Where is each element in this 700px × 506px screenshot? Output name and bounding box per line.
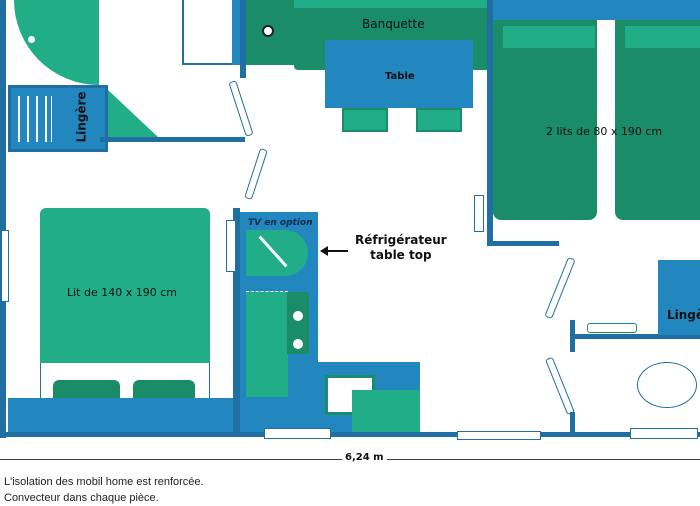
- wall-segment: [100, 137, 245, 142]
- window: [630, 428, 698, 439]
- notes: L'isolation des mobil home est renforcée…: [4, 474, 204, 506]
- door[interactable]: [244, 148, 268, 200]
- bed-left-label: Lit de 140 x 190 cm: [67, 286, 177, 299]
- crosshair-icon: [262, 25, 274, 37]
- burner-icon: [293, 339, 303, 349]
- chair: [342, 108, 388, 132]
- wall-segment: [570, 334, 700, 339]
- bed-single: [615, 20, 700, 220]
- door[interactable]: [545, 356, 575, 416]
- arrow-head-icon: [320, 246, 328, 256]
- wall-segment: [240, 0, 246, 78]
- window: [457, 431, 541, 440]
- window: [474, 195, 484, 232]
- bed-double: [40, 208, 210, 363]
- door[interactable]: [544, 256, 576, 320]
- toilet-area: [108, 90, 158, 137]
- tv-label: TV en option: [248, 218, 313, 228]
- pillow: [625, 26, 700, 48]
- wardrobe-top: [493, 0, 700, 20]
- worktop: [246, 291, 288, 397]
- window: [264, 428, 331, 439]
- window: [226, 220, 236, 272]
- wardrobe-bottom: [8, 398, 234, 432]
- toilet-icon: [637, 362, 697, 408]
- drainer: [352, 390, 420, 432]
- fridge-label-line1: Réfrigérateur: [355, 233, 447, 247]
- note-line: L'isolation des mobil home est renforcée…: [4, 476, 204, 488]
- wall-segment: [570, 320, 575, 352]
- wall-bottom: [0, 432, 700, 437]
- arrow-icon: [322, 250, 348, 252]
- linen-cupboard-right: [658, 260, 700, 335]
- shower-drain-icon: [28, 36, 35, 43]
- linen-left-label: Lingère: [74, 91, 89, 143]
- bed-single: [493, 20, 597, 220]
- radiator: [587, 323, 637, 333]
- table: [325, 40, 473, 108]
- pillow: [503, 26, 595, 48]
- pillow: [53, 380, 120, 402]
- wall-segment: [233, 208, 240, 436]
- chair: [416, 108, 462, 132]
- dimension-label: 6,24 m: [342, 452, 387, 463]
- banquette-back: [294, 0, 490, 8]
- burner-icon: [293, 311, 303, 321]
- beds-right-label: 2 lits de 80 x 190 cm: [546, 125, 663, 138]
- hob: [287, 292, 309, 354]
- linen-right-label: Lingère: [667, 308, 700, 322]
- fridge-label-line2: table top: [370, 248, 432, 262]
- window: [1, 230, 9, 302]
- note-line: Convecteur dans chaque pièce.: [4, 492, 159, 504]
- wall-segment: [487, 241, 559, 246]
- wall-left: [0, 0, 6, 438]
- pillow: [133, 380, 195, 402]
- banquette-label: Banquette: [362, 17, 425, 31]
- wall-segment: [570, 412, 575, 434]
- wall-segment: [487, 0, 493, 246]
- hanger-icon: [14, 96, 52, 142]
- table-label: Table: [385, 71, 415, 82]
- shower: [14, 0, 99, 85]
- door[interactable]: [228, 80, 254, 137]
- fridge-label: Réfrigérateur table top: [355, 233, 447, 263]
